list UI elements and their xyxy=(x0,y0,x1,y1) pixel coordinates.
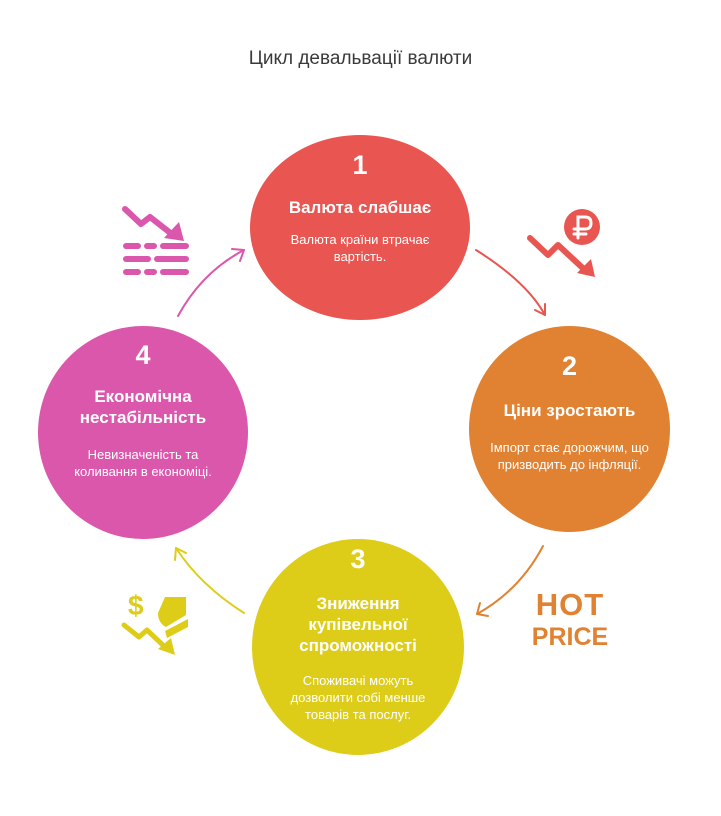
diagram-title: Цикл девальвації валюти xyxy=(248,48,473,69)
step-1-circle: 1 Валюта слабшає Валюта країни втрачає в… xyxy=(250,135,470,320)
hot-price-icon: HOT PRICE xyxy=(525,588,615,663)
arrowhead-1-to-2 xyxy=(534,303,546,316)
hot-label: HOT xyxy=(535,587,605,622)
step-3-description: Споживачі можуть дозволити собі менше то… xyxy=(290,673,426,722)
arrow-1-to-2 xyxy=(475,249,546,316)
arrowhead-2-to-3 xyxy=(476,602,489,617)
arrow-3-to-4 xyxy=(175,547,245,614)
step-3-heading: Зниження купівельної спроможності xyxy=(299,594,417,655)
money-decline-icon: $ xyxy=(121,590,188,655)
step-1-description: Валюта країни втрачає вартість. xyxy=(290,232,430,264)
devaluation-chart-icon xyxy=(527,209,600,277)
svg-text:$: $ xyxy=(128,590,144,621)
step-4-number: 4 xyxy=(135,340,151,370)
price-label: PRICE xyxy=(531,623,609,651)
step-2-description: Імпорт стає дорожчим, що призводить до і… xyxy=(490,440,649,472)
step-2-heading: Ціни зростають xyxy=(503,401,636,420)
arrowhead-3-to-4 xyxy=(174,547,187,561)
step-2-circle: 2 Ціни зростають Імпорт стає дорожчим, щ… xyxy=(469,326,670,532)
step-4-circle: 4 Економічна нестабільність Невизначеніс… xyxy=(38,326,248,539)
step-2-number: 2 xyxy=(561,351,578,381)
step-1-heading: Валюта слабшає xyxy=(288,198,432,217)
step-4-heading: Економічна нестабільність xyxy=(79,387,207,427)
step-1-number: 1 xyxy=(352,150,368,180)
arrowhead-4-to-1 xyxy=(231,248,245,262)
step-4-description: Невизначеність та коливання в економіці. xyxy=(74,447,212,479)
declining-trend-icon xyxy=(122,206,189,275)
arrow-4-to-1 xyxy=(177,249,245,317)
step-3-circle: 3 Зниження купівельної спроможності Спож… xyxy=(252,539,464,755)
step-3-number: 3 xyxy=(350,544,366,574)
arrow-2-to-3 xyxy=(476,545,544,615)
